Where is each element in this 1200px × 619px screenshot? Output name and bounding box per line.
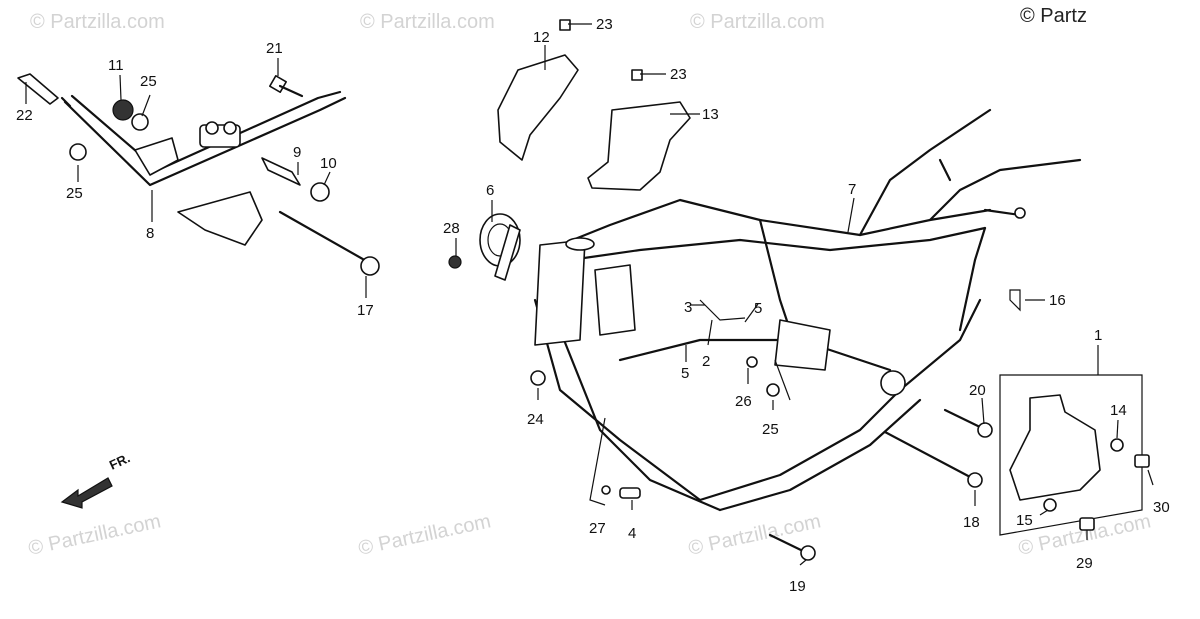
callout-25-center: 25 bbox=[762, 421, 779, 438]
callout-21: 21 bbox=[266, 40, 283, 57]
callout-13: 13 bbox=[702, 106, 719, 123]
watermark-bottom-center: © Partzilla.com bbox=[356, 510, 492, 560]
watermark-bottom-left: © Partzilla.com bbox=[26, 510, 162, 560]
callout-17: 17 bbox=[357, 302, 374, 319]
callout-3: 3 bbox=[684, 299, 692, 316]
callout-18: 18 bbox=[963, 514, 980, 531]
callout-25-top-left: 25 bbox=[140, 73, 157, 90]
rear-subframe-bracket bbox=[60, 90, 347, 246]
callout-2: 2 bbox=[702, 353, 710, 370]
callout-15: 15 bbox=[1016, 512, 1033, 529]
callout-16: 16 bbox=[1049, 292, 1066, 309]
horn bbox=[448, 213, 521, 281]
main-frame bbox=[533, 108, 1082, 512]
callout-1: 1 bbox=[1094, 327, 1102, 344]
callout-10: 10 bbox=[320, 155, 337, 172]
front-arrow-icon bbox=[60, 477, 113, 509]
callout-24: 24 bbox=[527, 411, 544, 428]
callout-22: 22 bbox=[16, 107, 33, 124]
callout-12: 12 bbox=[533, 29, 550, 46]
callout-27: 27 bbox=[589, 520, 606, 537]
watermark-top-left: © Partzilla.com bbox=[30, 11, 165, 33]
callout-6: 6 bbox=[486, 182, 494, 199]
small-parts bbox=[530, 289, 1021, 561]
callout-29: 29 bbox=[1076, 555, 1093, 572]
callout-23-top: 23 bbox=[596, 16, 613, 33]
callout-5-upper: 5 bbox=[754, 300, 762, 317]
callout-9: 9 bbox=[293, 144, 301, 161]
callout-labels: 11 25 22 25 8 21 9 10 17 12 23 23 13 6 2… bbox=[16, 16, 1170, 595]
leader-lines bbox=[25, 23, 1154, 566]
callout-30: 30 bbox=[1153, 499, 1170, 516]
left-fasteners bbox=[17, 73, 380, 276]
watermark-top-right: © Partzilla.com bbox=[690, 11, 825, 33]
copyright-label: © Partz bbox=[1020, 5, 1087, 27]
callout-11: 11 bbox=[108, 57, 124, 74]
callout-8: 8 bbox=[146, 225, 154, 242]
front-direction-indicator: FR. bbox=[60, 450, 132, 509]
callout-14: 14 bbox=[1110, 402, 1127, 419]
watermark-top-center: © Partzilla.com bbox=[360, 11, 495, 33]
callout-5-lower: 5 bbox=[681, 365, 689, 382]
side-covers bbox=[497, 19, 691, 191]
front-direction-label: FR. bbox=[107, 450, 132, 472]
callout-19: 19 bbox=[789, 578, 806, 595]
callout-20: 20 bbox=[969, 382, 986, 399]
callout-7: 7 bbox=[848, 181, 856, 198]
callout-25-left: 25 bbox=[66, 185, 83, 202]
callout-26: 26 bbox=[735, 393, 752, 410]
callout-4: 4 bbox=[628, 525, 636, 542]
callout-28: 28 bbox=[443, 220, 460, 237]
watermarks: © Partzilla.com © Partzilla.com © Partzi… bbox=[26, 11, 1152, 560]
callout-23-middle: 23 bbox=[670, 66, 687, 83]
right-cover-assembly bbox=[999, 374, 1150, 536]
